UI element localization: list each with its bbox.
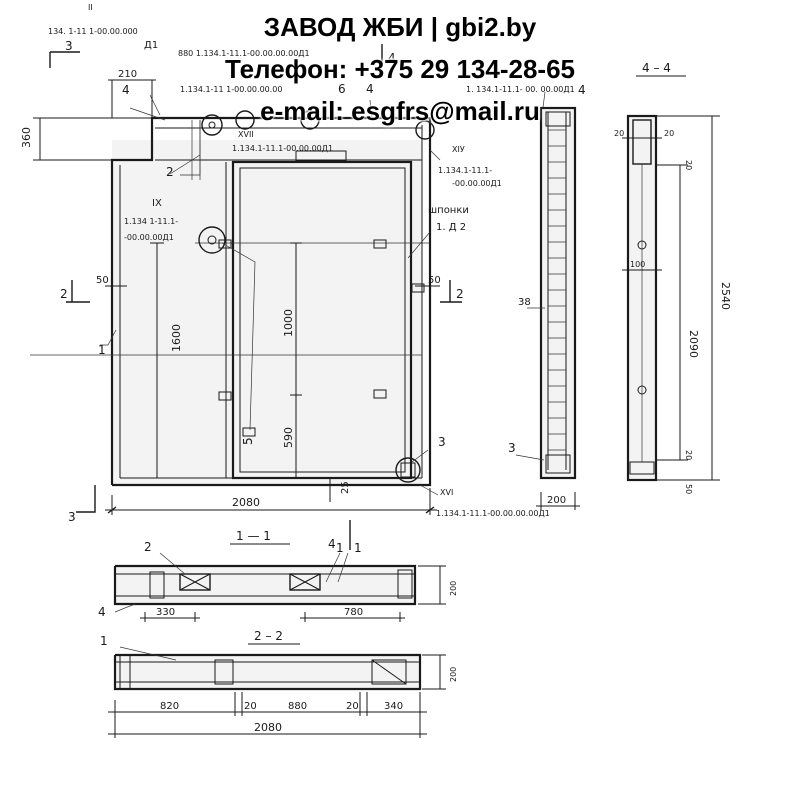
section-44-dim-20-top: 20 — [684, 160, 693, 170]
section-22-dim-340: 340 — [384, 701, 403, 712]
node-xvi-label: XVI — [440, 488, 453, 497]
mark-6: 6 — [338, 82, 346, 96]
node-top-code: 1.134.1-11 1-00.00.00.00 — [180, 85, 282, 94]
cut-marker-3-bottom: 3 — [68, 510, 76, 524]
mark-4-top: 4 — [366, 82, 374, 96]
section-11-mark-2: 2 — [144, 540, 152, 554]
section-44-dim-20-left: 20 — [614, 129, 624, 138]
side-dim-200: 200 — [547, 495, 566, 506]
main-elevation: 2080 25 1600 1000 590 360 210 50 50 3 — [20, 3, 575, 524]
section-11-mark-1a: 1 — [336, 541, 344, 555]
section-4-4: 4 – 4 2090 2540 20 20 50 20 20 100 — [614, 61, 732, 494]
section-11-dim-330: 330 — [156, 607, 175, 618]
node-ii-sheet: Д1 — [144, 40, 158, 51]
node-xvi-code: 1.134.1-11.1-00.00.00.00Д1 — [436, 509, 550, 518]
section-44-dim-2090: 2090 — [687, 330, 700, 358]
section-22-dim-20b: 20 — [346, 701, 359, 712]
section-44-dim-20-right: 20 — [664, 129, 674, 138]
phone-banner: Телефон: +375 29 134-28-65 — [224, 54, 576, 84]
node-ix-label: IX — [152, 198, 162, 209]
dim-side-left: 50 — [96, 275, 109, 286]
dowels-code: 1. Д 2 — [436, 222, 466, 233]
cut-marker-2-right: 2 — [456, 287, 464, 301]
side-mark-3: 3 — [508, 441, 516, 455]
section-22-dim-200: 200 — [449, 667, 458, 682]
dim-top-height: 360 — [20, 127, 33, 148]
mark-5: 5 — [241, 437, 255, 445]
section-22-dim-2080: 2080 — [254, 721, 282, 734]
section-22-title: 2 – 2 — [254, 629, 283, 643]
section-2-2: 2 – 2 1 820 20 880 20 340 2080 200 — [100, 629, 458, 738]
email-banner: e-mail: esgfrs@mail.ru — [260, 96, 540, 126]
section-11-dim-200: 200 — [449, 581, 458, 596]
section-11-mark-4: 4 — [98, 605, 106, 619]
mark-4-left: 4 — [122, 83, 130, 97]
node-xiv-code2: -00.00.00Д1 — [452, 179, 502, 188]
node-xiv-code1: 1.134.1-11.1- — [438, 166, 492, 175]
section-1-1: 1 — 1 2 1 1 4 4 330 780 200 — [98, 520, 458, 622]
dowels-label: шпонки — [428, 205, 469, 216]
side-mark-4: 4 — [578, 83, 586, 97]
section-44-dim-50: 50 — [684, 484, 693, 494]
section-44-dim-2540: 2540 — [719, 282, 732, 310]
section-22-mark-1: 1 — [100, 634, 108, 648]
node-ix-code2: -00.00.00Д1 — [124, 233, 174, 242]
dim-bottom-height: 590 — [282, 427, 295, 448]
node-ii-code: 134. 1-11 1-00.00.000 — [48, 27, 138, 36]
section-22-dim-20a: 20 — [244, 701, 257, 712]
node-tr-code: 1. 134.1-11.1- 00. 00.00Д1 — [466, 85, 575, 94]
side-view: 38 3 4 200 — [508, 83, 586, 510]
cut-marker-2-left: 2 — [60, 287, 68, 301]
node-xvii-label: XVII — [238, 130, 254, 139]
section-44-title: 4 – 4 — [642, 61, 671, 75]
section-44-dim-100: 100 — [630, 260, 645, 269]
section-22-dim-880: 880 — [288, 701, 307, 712]
section-11-dim-780: 780 — [344, 607, 363, 618]
dim-opening-height: 1000 — [282, 309, 295, 337]
section-44-dim-20-bottom: 20 — [684, 450, 693, 460]
section-22-dim-820: 820 — [160, 701, 179, 712]
dim-left-height: 1600 — [170, 324, 183, 352]
dim-side-right: 50 — [428, 275, 441, 286]
mark-3: 3 — [438, 435, 446, 449]
node-ii-label: II — [88, 3, 93, 12]
mark-2: 2 — [166, 165, 174, 179]
section-11-mark-1b: 1 — [354, 541, 362, 555]
node-ix-code1: 1.134 1-11.1- — [124, 217, 178, 226]
cut-marker-4-top: 4 — [388, 51, 396, 65]
node-xvii-code: 1.134.1-11.1-00.00.00Д1 — [232, 144, 333, 153]
side-dim-38: 38 — [518, 297, 531, 308]
node-vii-code: 880 1.134.1-11.1-00.00.00.00Д1 — [178, 49, 310, 58]
dim-bottom-small: 25 — [340, 481, 351, 494]
section-11-cut-4: 4 — [328, 537, 336, 551]
dim-overall-width: 2080 — [232, 496, 260, 509]
node-xiv-label: XIУ — [452, 145, 465, 154]
company-banner: ЗАВОД ЖБИ | gbi2.by — [263, 12, 537, 42]
mark-1: 1 — [98, 343, 106, 357]
dim-top-left: 210 — [118, 69, 137, 80]
section-11-title: 1 — 1 — [236, 529, 271, 543]
cut-marker-3-top: 3 — [65, 39, 73, 53]
